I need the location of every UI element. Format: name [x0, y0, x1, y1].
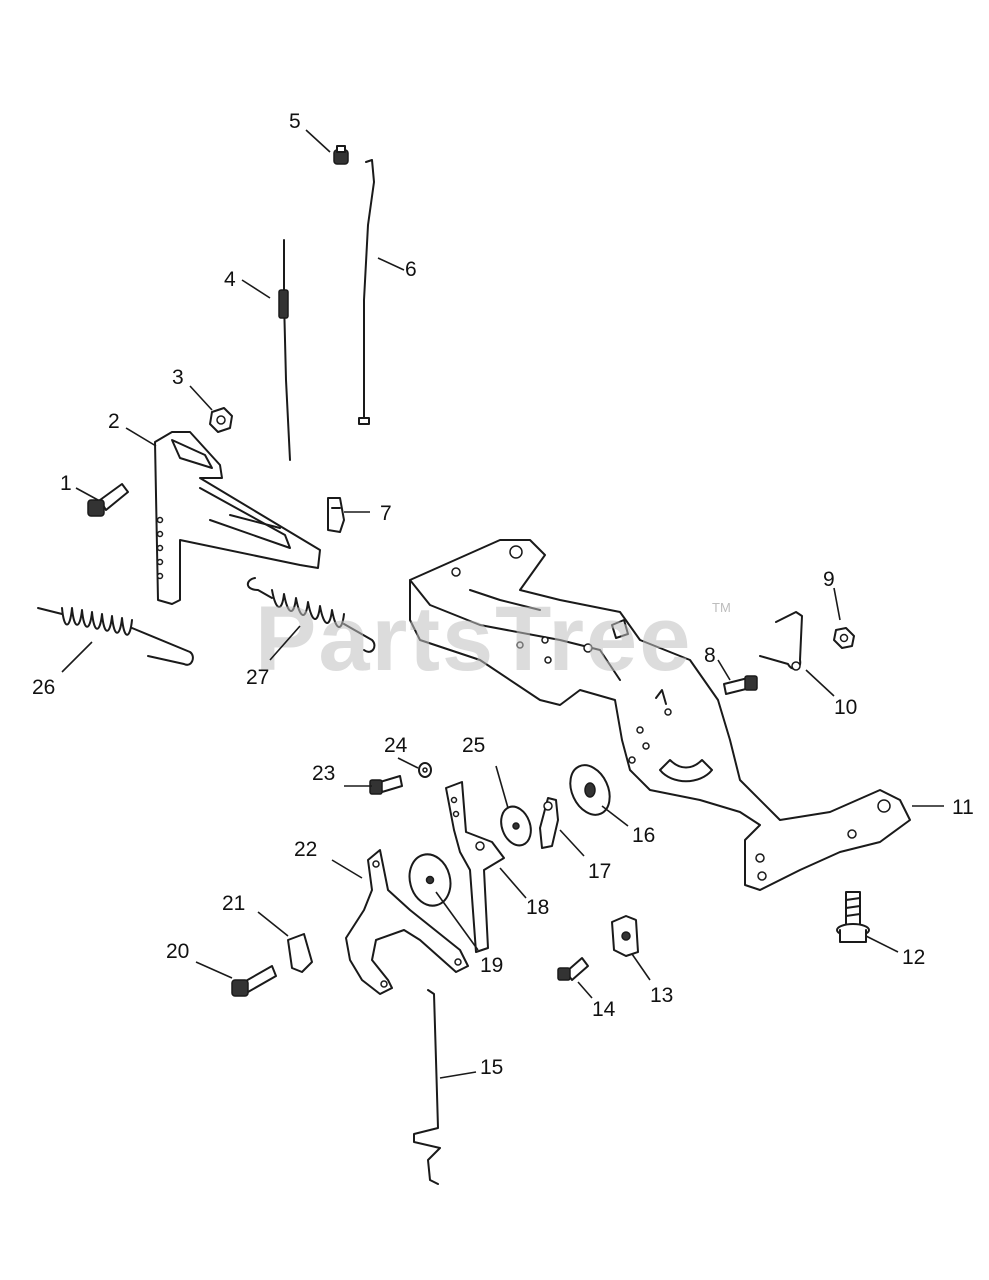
part-6-rod[interactable] — [358, 159, 375, 425]
callout-10: 10 — [834, 696, 857, 719]
part-9-nut[interactable] — [833, 627, 855, 649]
callout-25: 25 — [462, 734, 485, 757]
part-23-screw[interactable] — [369, 775, 403, 795]
callout-6: 6 — [405, 258, 417, 281]
callout-1: 1 — [60, 472, 72, 495]
callout-24: 24 — [384, 734, 408, 757]
callout-11: 11 — [952, 796, 974, 819]
part-25-washer[interactable] — [496, 802, 536, 849]
partstree-watermark: PartsTree TM — [255, 588, 731, 690]
part-14-screw[interactable] — [557, 957, 589, 981]
part-2-lever-bracket[interactable] — [154, 431, 321, 605]
callout-3: 3 — [172, 366, 184, 389]
callout-20: 20 — [166, 940, 189, 963]
part-8-bolt[interactable] — [723, 675, 758, 695]
callout-22: 22 — [294, 838, 317, 861]
part-16-washer[interactable] — [563, 759, 618, 821]
part-1-bolt[interactable] — [87, 483, 129, 517]
part-18-lever[interactable] — [445, 781, 505, 953]
part-4-rod[interactable] — [278, 239, 291, 461]
part-19-washer[interactable] — [404, 850, 456, 911]
callout-23: 23 — [312, 762, 335, 785]
watermark-text: PartsTree — [255, 588, 692, 690]
callout-4: 4 — [224, 268, 236, 291]
callout-27: 27 — [246, 666, 269, 689]
part-26-spring[interactable] — [37, 607, 194, 666]
callout-2: 2 — [108, 410, 120, 433]
callout-5: 5 — [289, 110, 301, 133]
part-11-mounting-plate[interactable] — [409, 539, 911, 891]
callout-14: 14 — [592, 998, 616, 1021]
callout-21: 21 — [222, 892, 245, 915]
callout-26: 26 — [32, 676, 55, 699]
part-3-nut[interactable] — [209, 407, 233, 433]
callout-13: 13 — [650, 984, 673, 1007]
callout-labels: 5 6 4 3 2 1 7 26 27 8 9 10 11 12 16 17 1… — [32, 110, 974, 1079]
callout-19: 19 — [480, 954, 503, 977]
callout-12: 12 — [902, 946, 925, 969]
part-17-link[interactable] — [539, 797, 559, 849]
part-24-washer[interactable] — [418, 762, 432, 778]
part-27-spring[interactable] — [246, 577, 376, 653]
part-12-flange-bolt[interactable] — [836, 891, 870, 943]
leader-lines — [61, 129, 944, 1079]
callout-9: 9 — [823, 568, 835, 591]
part-21-plate[interactable] — [287, 933, 313, 973]
callout-7: 7 — [380, 502, 392, 525]
callout-17: 17 — [588, 860, 611, 883]
part-13-clip[interactable] — [611, 915, 639, 957]
part-15-rod[interactable] — [413, 989, 441, 1185]
callout-8: 8 — [704, 644, 716, 667]
callout-16: 16 — [632, 824, 655, 847]
part-7-clip[interactable] — [327, 497, 345, 533]
part-10-wire-spring[interactable] — [759, 611, 803, 671]
part-5-screw[interactable] — [333, 145, 349, 165]
callout-15: 15 — [480, 1056, 503, 1079]
watermark-trademark: TM — [712, 600, 731, 615]
callout-18: 18 — [526, 896, 549, 919]
part-20-bolt[interactable] — [231, 965, 277, 997]
part-22-bracket-lever[interactable] — [345, 849, 469, 995]
